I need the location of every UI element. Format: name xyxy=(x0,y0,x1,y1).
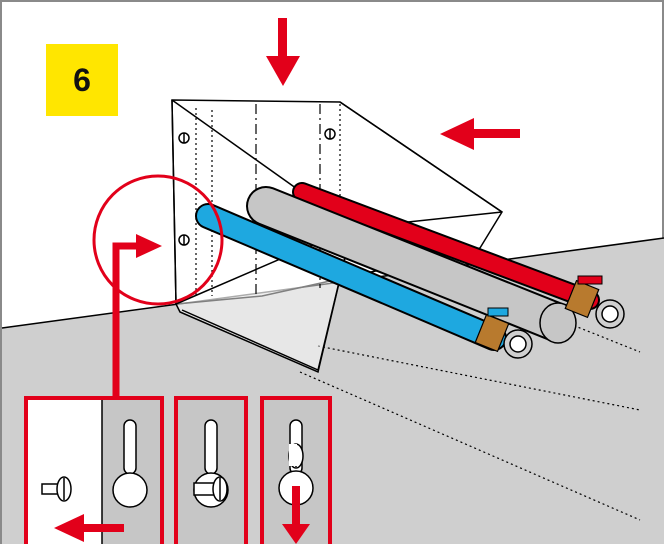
red-pipe xyxy=(292,182,600,310)
pipe-fitting-icon xyxy=(564,275,625,329)
detail-callout-circle xyxy=(92,174,224,306)
screw-icon xyxy=(324,128,336,140)
down-arrow-icon xyxy=(266,18,300,86)
screw-icon xyxy=(193,476,228,502)
detail-panel-3 xyxy=(260,396,332,544)
screw-icon xyxy=(288,443,304,469)
step-number: 6 xyxy=(73,61,91,98)
guide-line xyxy=(299,371,641,521)
detail-panel-2 xyxy=(174,396,248,544)
pointer-arrow-icon xyxy=(112,234,162,396)
grey-pipe xyxy=(246,186,577,344)
pipe-fitting-icon xyxy=(474,307,533,359)
left-arrow-icon xyxy=(54,514,124,542)
step-number-badge: 6 xyxy=(46,44,118,116)
left-arrow-icon xyxy=(440,118,520,150)
detail-panel-1 xyxy=(24,396,164,544)
keyhole-slot-icon xyxy=(112,419,148,508)
screw-icon xyxy=(178,132,190,144)
blue-pipe xyxy=(195,203,507,351)
screw-icon xyxy=(178,234,190,246)
screw-icon xyxy=(41,476,72,502)
guide-line xyxy=(559,319,641,353)
down-arrow-icon xyxy=(282,486,310,544)
